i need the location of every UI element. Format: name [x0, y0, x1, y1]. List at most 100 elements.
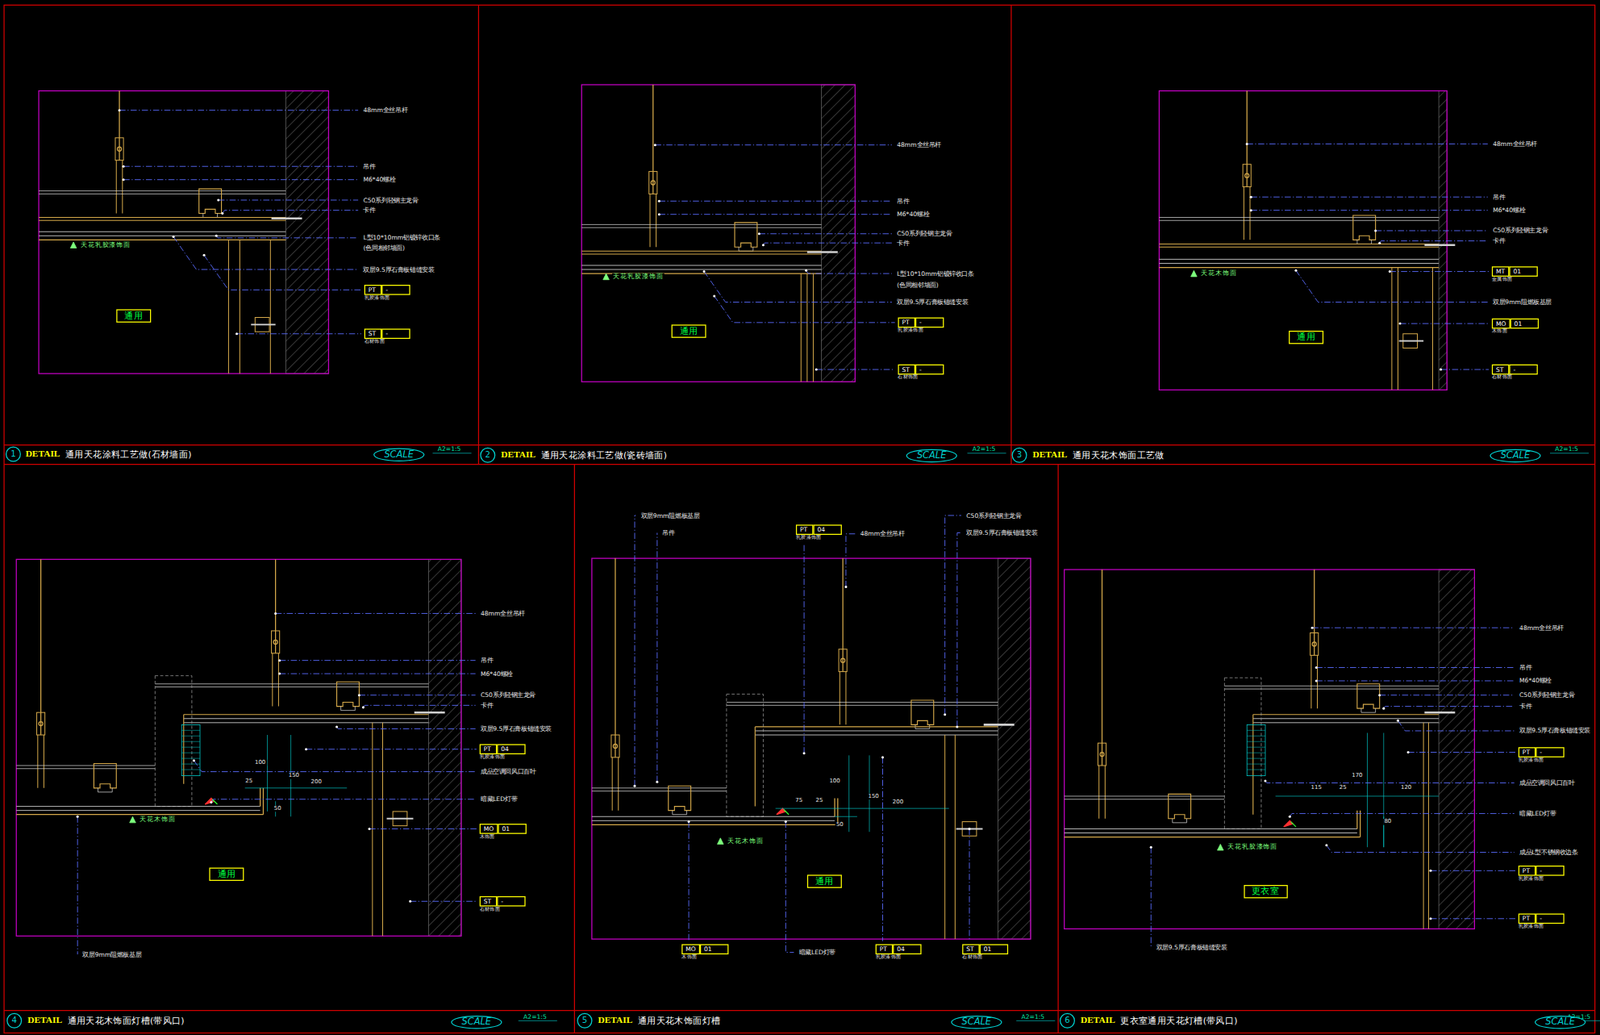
drawn-line [1101, 569, 1103, 766]
finish-note: 天花木饰面 [726, 837, 765, 845]
scale-ratio: A2=1:5 [971, 445, 997, 453]
drawn-line [387, 817, 414, 820]
drawn-line [16, 809, 260, 811]
drawn-line [382, 722, 384, 936]
leader-dot [758, 232, 761, 235]
leader-dot [1407, 750, 1410, 754]
leader-line [358, 694, 475, 696]
drawn-line [1432, 267, 1434, 391]
leader-line [218, 200, 359, 201]
drawn-line [38, 239, 286, 241]
drawn-line [1016, 1020, 1055, 1021]
drawn-line [4, 463, 1596, 465]
material-tag: PT04乳胶漆饰面 [479, 743, 526, 760]
leader-line [785, 821, 794, 953]
drawn-line [16, 813, 263, 815]
leader-line [1379, 694, 1515, 696]
material-tag: PT-乳胶漆饰面 [364, 284, 411, 301]
callout-text: 双层9mm阻燃板基层 [1491, 299, 1553, 306]
scale-word: SCALE [962, 1016, 992, 1026]
drawn-line [1246, 758, 1266, 759]
drawn-path [776, 808, 786, 815]
drawn-line [655, 193, 657, 247]
leader-dot [654, 143, 657, 146]
drawn-line [154, 686, 429, 688]
drawn-rect [428, 558, 461, 936]
drawn-line [1359, 810, 1361, 838]
dimension: 100 [254, 759, 267, 766]
leader-line [882, 757, 884, 942]
leader-dot [278, 672, 281, 675]
material-number: 01 [497, 823, 526, 834]
callout-text: 吊件 [479, 657, 495, 664]
callout-text: 成品L型不锈钢收边条 [1518, 849, 1580, 856]
detail-title: DETAIL [596, 1016, 634, 1025]
leader-line [1430, 870, 1516, 871]
drawn-rect [581, 84, 855, 382]
callout-text: 卡件 [479, 702, 495, 709]
leader-dot [358, 693, 361, 696]
drawn-line [271, 653, 273, 707]
drawn-line [38, 220, 286, 221]
zone-tag: 通用 [1288, 329, 1324, 343]
leader-dot [804, 269, 808, 272]
drawn-line [1428, 722, 1430, 930]
leader-dot [1311, 626, 1314, 630]
drawn-line [754, 725, 998, 727]
material-code: MO [1491, 318, 1511, 330]
leader-dot [1315, 679, 1318, 682]
drawn-line [581, 250, 821, 252]
drawn-rect [38, 91, 329, 374]
callout-text: 暗藏LED灯带 [797, 949, 837, 956]
material-number: 04 [812, 524, 842, 535]
leader-dot [278, 658, 281, 662]
callout-text: M6*40螺栓 [895, 211, 931, 218]
drawn-line [1253, 717, 1439, 719]
drawn-line [1064, 832, 1358, 834]
leader-line [1430, 917, 1516, 919]
leader-line [656, 532, 658, 782]
drawn-rect [271, 630, 280, 654]
detail-circle [6, 446, 21, 462]
detail-title: 通用天花涂料工艺做(石材墙面) [64, 450, 193, 459]
leader-line [77, 816, 79, 955]
leader-line [1379, 241, 1488, 244]
drawn-rect [1438, 91, 1447, 391]
leader-line [762, 242, 892, 246]
leader-dot [209, 800, 213, 804]
drawn-rect [154, 675, 192, 807]
scale-word: SCALE [383, 449, 414, 459]
tag-row: ST- [897, 364, 944, 375]
scale-ratio: A2=1:5 [1554, 445, 1580, 453]
leader-line [658, 213, 892, 215]
hanger-nut [1245, 173, 1250, 178]
material-tag: PT-乳胶漆饰面 [897, 317, 944, 334]
drawn-line [181, 752, 200, 754]
material-number: 01 [700, 943, 729, 955]
zone-tag: 通用 [807, 874, 842, 888]
material-name: 乳胶漆饰面 [897, 328, 944, 334]
drawn-path [1357, 683, 1380, 709]
tag-row: PT04 [479, 743, 526, 755]
zone-name: 通用 [124, 310, 143, 320]
dimension: 75 [794, 797, 804, 804]
material-name: 木饰面 [479, 834, 527, 840]
material-tag: PT04乳胶漆饰面 [875, 943, 922, 960]
drawn-line [1253, 713, 1439, 715]
dimension: 150 [866, 792, 880, 799]
scale-ratio: A2=1:5 [437, 445, 463, 453]
material-name: 金属饰面 [1491, 277, 1538, 283]
hanger-nut [117, 146, 122, 151]
material-tag: ST01石材饰面 [962, 943, 1009, 960]
leader-line [1389, 270, 1489, 272]
drawn-line [1158, 262, 1439, 264]
leader-line [369, 828, 477, 830]
leader-line [714, 295, 896, 323]
drawn-line [432, 452, 471, 454]
callout-text: 吊件 [1491, 193, 1507, 200]
drawn-line [834, 816, 858, 817]
material-number: 01 [979, 943, 1009, 955]
drawn-line [183, 717, 430, 719]
leader-line [204, 254, 362, 290]
leader-dot [762, 243, 765, 246]
